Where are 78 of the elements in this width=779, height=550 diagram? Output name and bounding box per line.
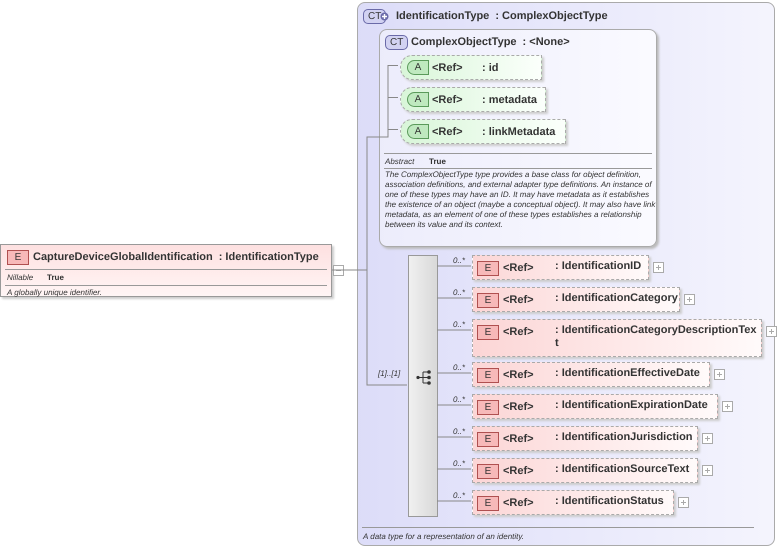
type-badge: E [477,261,499,276]
base-type: : <None> [522,35,570,50]
type-badge: E [7,250,29,265]
attribute-name: : metadata [482,93,538,108]
sequence-bar [408,255,438,517]
type-badge: A [407,60,429,75]
connector-line [436,372,472,374]
connector-line [436,500,472,502]
type-badge: E [477,432,499,447]
type-badge: E [477,368,499,383]
multiplicity-label: 0..* [453,394,466,406]
description-text: The ComplexObjectType type provides a base class for object definition, association definitions, and external adapter type definitions. An instance of one of these types may have an ID. It may have metadata as it establishes the existence of an object (maybe a conceptual object). It may also have link metadata, as an element of one of these types establishes a relationship between its value and its context. [385,170,656,230]
ref-label: <Ref> [503,400,534,415]
description-text: A globally unique identifier. [7,287,102,299]
element-name: : IdentificationSourceText [555,463,690,476]
complex-type-box [379,29,657,247]
element-name: : IdentificationEffectiveDate [555,367,700,380]
connector-line [436,436,472,438]
ref-label: <Ref> [503,432,534,447]
element-name: : IdentificationCategoryDescriptionText [555,324,758,350]
element-name: CaptureDeviceGlobalIdentification [33,250,213,265]
multiplicity-label: 0..* [453,255,466,267]
element-box [472,394,718,419]
element-name: : IdentificationStatus [555,495,664,508]
ref-label: <Ref> [503,368,534,383]
multiplicity-label: 0..* [453,458,466,470]
type-badge: A [407,92,429,107]
type-badge: E [477,496,499,511]
ref-label: <Ref> [503,293,534,308]
type-name: ComplexObjectType [411,35,517,50]
element-name: : IdentificationCategory [555,292,678,305]
description-text: A data type for a representation of an identity. [363,531,524,543]
ref-label: <Ref> [503,496,534,511]
multiplicity-label: 0..* [453,287,466,299]
type-badge: E [477,400,499,415]
element-box [472,362,710,387]
base-type: : ComplexObjectType [495,9,608,24]
multiplicity-label: 0..* [453,426,466,438]
ref-label: <Ref> [503,325,534,340]
type-badge: CT [385,35,408,50]
element-box [472,287,680,312]
element-box [472,255,649,280]
property-name: Abstract [385,156,414,168]
element-box [472,426,698,451]
connector-line [436,404,472,406]
element-box [472,319,762,357]
type-badge: A [407,124,429,139]
element-name: : IdentificationID [555,260,642,273]
connector-line [436,468,472,470]
type-badge: E [477,325,499,340]
element-box [472,458,698,483]
element-name: : IdentificationExpirationDate [555,399,708,412]
type-name: IdentificationType [396,9,490,24]
property-value: True [47,272,64,284]
multiplicity-label: 0..* [453,490,466,502]
attribute-box [400,119,566,144]
multiplicity-label: 0..* [453,362,466,374]
ref-label: <Ref> [432,61,463,76]
element-box [0,244,332,297]
multiplicity-label: 0..* [453,319,466,331]
property-value: True [429,156,446,168]
element-type: : IdentificationType [218,250,319,265]
complex-type-panel [357,2,775,546]
type-badge: CT [363,9,386,24]
attribute-name: : id [482,61,498,76]
element-box [472,490,674,515]
attribute-box [400,55,542,80]
ref-label: <Ref> [432,93,463,108]
ref-label: <Ref> [432,125,463,140]
multiplicity-label: [1]..[1] [378,368,400,380]
attribute-box [400,87,546,112]
ref-label: <Ref> [503,464,534,479]
property-name: Nillable [7,272,34,284]
attribute-name: : linkMetadata [482,125,556,140]
type-badge: E [477,464,499,479]
ref-label: <Ref> [503,261,534,276]
element-name: : IdentificationJurisdiction [555,431,693,444]
type-badge: E [477,293,499,308]
